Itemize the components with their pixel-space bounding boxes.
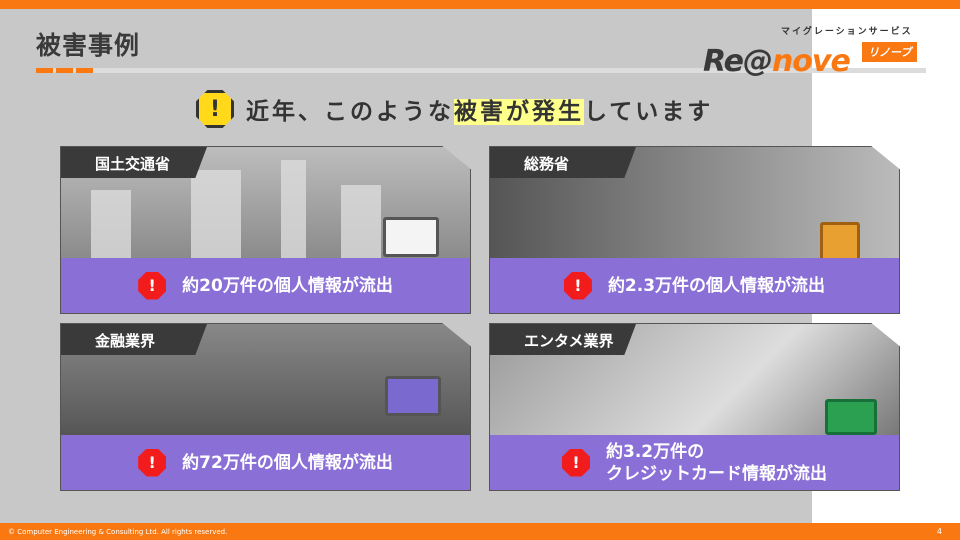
card-text-line: クレジットカード情報が流出 [606,463,827,484]
case-card-mlit: 国土交通省 ! 約20万件の個人情報が流出 [60,146,471,314]
headline-highlight: 被害が発生 [454,99,584,125]
laptop-icon [383,217,439,257]
card-label: 総務省 [490,147,636,178]
case-card-mic: 総務省 ! 約2.3万件の個人情報が流出 [489,146,900,314]
case-card-finance: 金融業界 ! 約72万件の個人情報が流出 [60,323,471,491]
page-title: 被害事例 [36,31,141,60]
footer: © Computer Engineering & Consulting Ltd.… [0,523,960,540]
title-divider [36,68,926,73]
logo: Re@nove [703,44,851,79]
stop-alert-icon: ! [138,271,167,300]
logo-tag: リノーブ [862,42,918,62]
stop-alert-icon: ! [138,448,167,477]
headline-text: 近年、このような被害が発生しています [246,92,713,126]
card-band: ! 約20万件の個人情報が流出 [61,258,470,313]
divider-accent [36,68,53,73]
headline-pre: 近年、このような [246,99,454,125]
top-accent-bar [0,0,960,9]
logo-text-accent: nove [771,44,851,79]
card-label: 国土交通省 [61,147,207,178]
card-label: 金融業界 [61,324,207,355]
stop-alert-icon: ! [563,271,592,300]
card-text: 約72万件の個人情報が流出 [182,452,393,473]
logo-subtitle: マイグレーションサービス [781,27,913,37]
copyright: © Computer Engineering & Consulting Ltd.… [8,528,228,536]
stop-alert-icon: ! [562,448,590,477]
card-band: ! 約2.3万件の個人情報が流出 [490,258,899,313]
headline: ! 近年、このような被害が発生しています [196,90,713,128]
card-text: 約3.2万件のクレジットカード情報が流出 [606,441,827,485]
divider-accent [56,68,73,73]
headline-post: しています [584,99,714,125]
warning-octagon-icon: ! [196,90,234,128]
card-text-line: 約3.2万件の [606,441,705,462]
divider-accent [76,68,93,73]
card-band: ! 約3.2万件のクレジットカード情報が流出 [490,435,899,490]
card-text: 約2.3万件の個人情報が流出 [607,275,826,296]
card-text: 約20万件の個人情報が流出 [182,275,393,296]
case-card-entertainment: エンタメ業界 ! 約3.2万件のクレジットカード情報が流出 [489,323,900,491]
card-band: ! 約72万件の個人情報が流出 [61,435,470,490]
credit-card-icon [825,399,877,435]
page-number: 4 [936,527,942,536]
logo-text: Re@ [703,44,773,79]
card-label: エンタメ業界 [490,324,636,355]
monitor-icon [385,376,441,416]
